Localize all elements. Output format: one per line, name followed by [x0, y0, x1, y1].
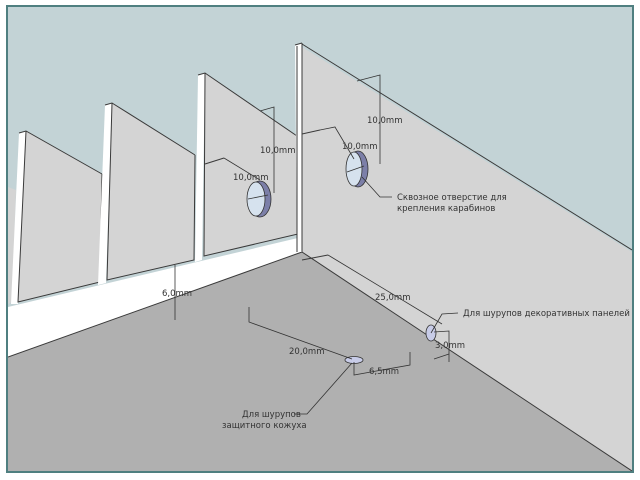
fin-2-edge [98, 103, 112, 285]
fin-0 [8, 187, 16, 304]
dim-bottom-offset: 20,0mm [289, 347, 325, 357]
dim-base-height: 6,0mm [162, 289, 192, 299]
fin-3 [204, 73, 298, 256]
callout-decor-screws: Для шурупов декоративных панелей [463, 309, 630, 319]
through-hole-front [345, 150, 369, 188]
callout-cover-screws-1: Для шурупов [242, 410, 301, 420]
dim-bottom-edge: 6,5mm [369, 367, 399, 377]
dim-side-height: 3,0mm [435, 341, 465, 351]
through-hole-fin [246, 180, 272, 218]
drawing-frame: 10,0mm 10,0mm 10,0mm 10,0mm 6,0mm 25,0mm… [6, 5, 634, 473]
dim-fin-horizontal: 10,0mm [233, 173, 269, 183]
base-bottom-edge [8, 251, 303, 358]
callout-through-hole-1: Сквозное отверстие для [397, 193, 507, 203]
fin-3-edge [195, 73, 205, 262]
fin-1 [18, 131, 102, 302]
side-face [302, 47, 632, 471]
base-underside [8, 252, 632, 471]
side-face-bottom-edge [301, 251, 632, 471]
fin-1-edge [11, 131, 26, 304]
radiator-diagram: 10,0mm 10,0mm 10,0mm 10,0mm 6,0mm 25,0mm… [8, 42, 632, 471]
side-face-top-edge [301, 43, 632, 251]
base-front [8, 237, 302, 357]
dim-fin-vertical: 10,0mm [260, 146, 296, 156]
dim-side-offset: 25,0mm [375, 293, 411, 303]
dim-front-vertical: 10,0mm [367, 116, 403, 126]
dim-front-horizontal: 10,0mm [342, 142, 378, 152]
fin-2 [107, 103, 195, 280]
callout-through-hole-2: крепления карабинов [397, 204, 495, 214]
callout-cover-screws-2: защитного кожуха [222, 421, 307, 431]
